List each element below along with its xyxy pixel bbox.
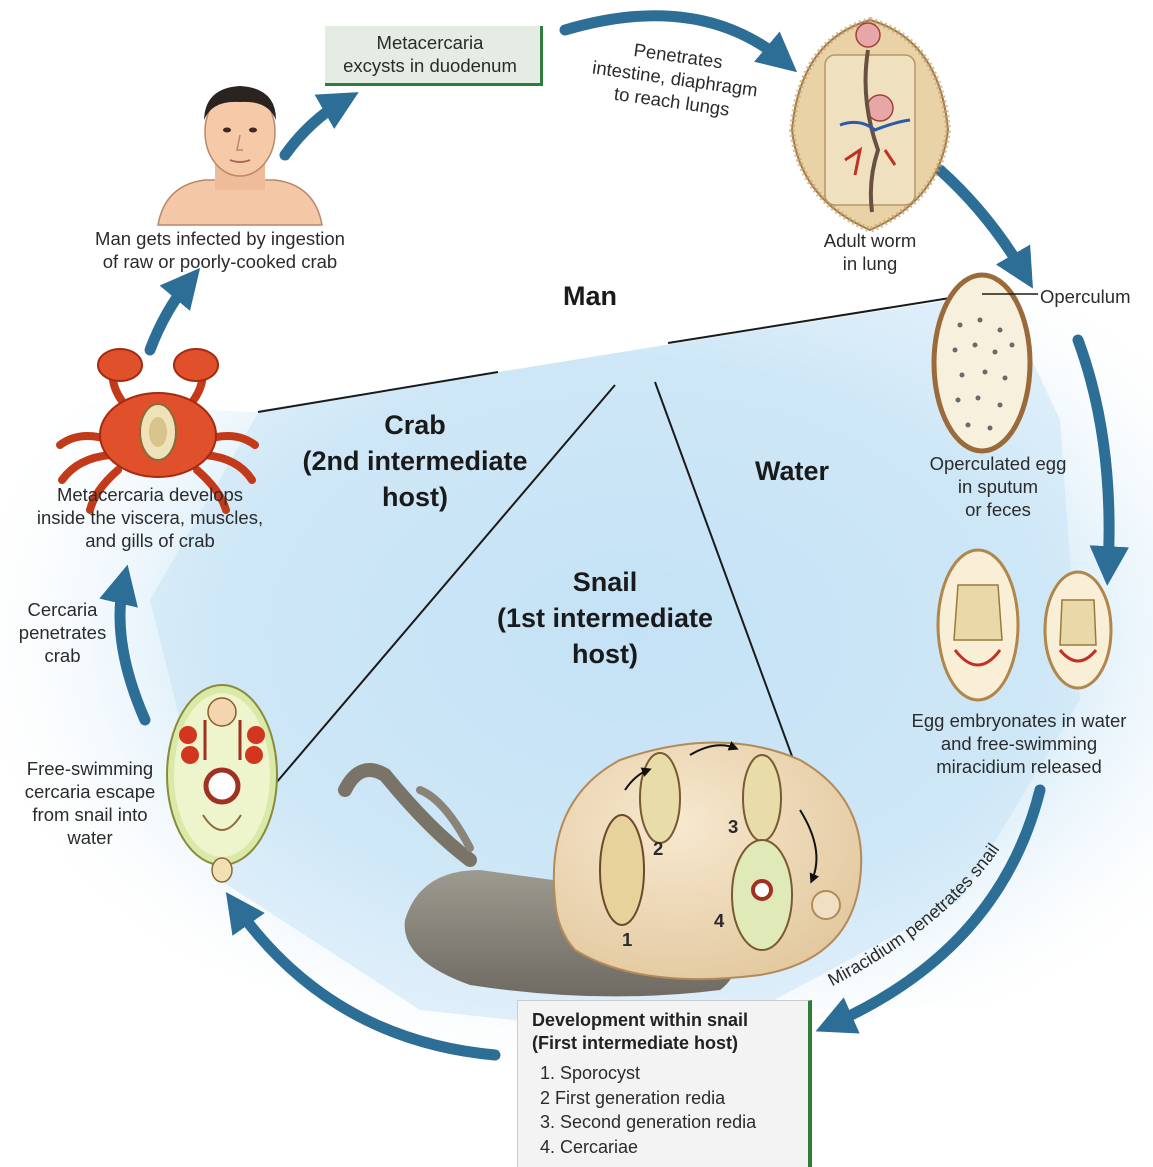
man-illustration — [158, 86, 322, 225]
adult-worm-label: Adult worm in lung — [800, 229, 940, 275]
development-item-2: 2 First generation redia — [540, 1086, 756, 1111]
development-box: Development within snail (First intermed… — [517, 1000, 812, 1167]
snail-stage-number-4: 4 — [714, 909, 724, 932]
free-swimming-label: Free-swimming cercaria escape from snail… — [5, 757, 175, 849]
arrow-man-to-duodenum — [285, 100, 345, 155]
metacercaria-excysts-label: Metacercaria excysts in duodenum — [325, 31, 535, 77]
adult-worm-illustration — [792, 20, 948, 230]
development-list: 1. Sporocyst 2 First generation redia 3.… — [540, 1061, 756, 1159]
operculated-egg-label: Operculated egg in sputum or feces — [908, 452, 1088, 521]
zone-snail-label: Snail (1st intermediate host) — [460, 564, 750, 672]
snail-stage-number-2: 2 — [653, 837, 663, 860]
metacercaria-develops-label: Metacercaria develops inside the viscera… — [5, 483, 295, 552]
operculum-label: Operculum — [1040, 285, 1130, 308]
zone-water-label: Water — [755, 453, 829, 489]
zone-man-label: Man — [540, 278, 640, 314]
cercaria-penetrates-label: Cercaria penetrates crab — [0, 598, 125, 667]
development-item-4: 4. Cercariae — [540, 1135, 756, 1160]
development-title: Development within snail (First intermed… — [532, 1009, 748, 1055]
egg-embryonates-label: Egg embryonates in water and free-swimmi… — [885, 709, 1153, 778]
snail-stage-number-3: 3 — [728, 815, 738, 838]
man-infected-label: Man gets infected by ingestion of raw or… — [60, 227, 380, 273]
snail-stage-number-1: 1 — [622, 928, 632, 951]
zone-crab-label: Crab (2nd intermediate host) — [270, 407, 560, 515]
arrow-lung-to-egg — [940, 170, 1025, 275]
development-item-1: 1. Sporocyst — [540, 1061, 756, 1086]
development-item-3: 3. Second generation redia — [540, 1110, 756, 1135]
arrow-crab-to-man — [150, 280, 190, 350]
